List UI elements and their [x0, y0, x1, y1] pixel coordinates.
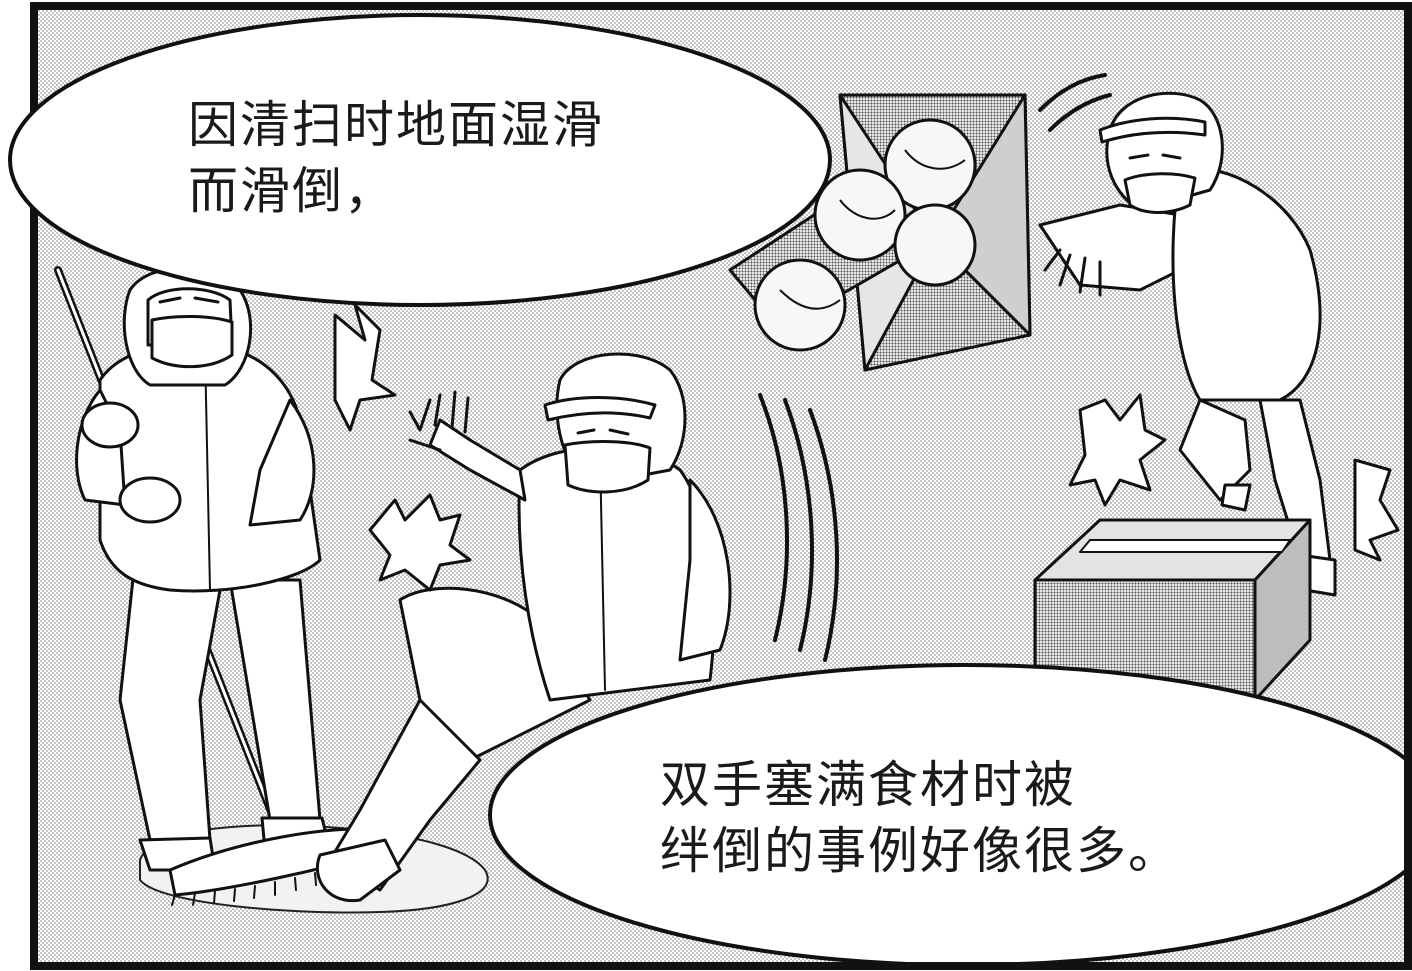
bubble-top-line-1: 因清扫时地面湿滑: [188, 96, 604, 154]
bubble-top-line-2: 而滑倒，: [188, 162, 396, 220]
speech-bubble-bottom: [480, 640, 1412, 970]
speech-bubble-top-text: 因清扫时地面湿滑 而滑倒，: [188, 92, 604, 224]
shock-marks: [333, 303, 1400, 592]
cabbages: [753, 118, 977, 352]
motion-lines: [758, 73, 1112, 662]
worker-slipping: [315, 352, 732, 903]
worker-tripping: [1038, 91, 1337, 597]
bubble-bottom-line-1: 双手塞满食材时被: [660, 756, 1076, 814]
bubble-bottom-line-2: 绊倒的事例好像很多。: [660, 822, 1180, 880]
speech-bubble-top: [8, 13, 832, 307]
worker-with-mop: [54, 266, 392, 906]
speech-bubble-bottom-text: 双手塞满食材时被 绊倒的事例好像很多。: [660, 752, 1180, 884]
